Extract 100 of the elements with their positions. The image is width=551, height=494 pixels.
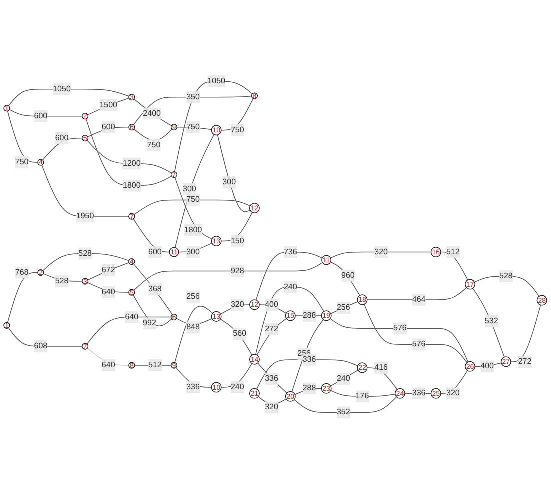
connector (134, 128, 173, 142)
edge-label: 352 (336, 408, 350, 417)
connector (256, 360, 358, 390)
edge-label: 256 (186, 292, 200, 301)
edge-label: 400 (480, 362, 494, 371)
edge-label: 848 (186, 323, 200, 332)
connector (440, 252, 468, 281)
edge-label: 928 (230, 266, 244, 276)
connector (221, 363, 253, 388)
connector (472, 288, 505, 358)
connector (42, 164, 130, 217)
edge-label: 272 (265, 325, 278, 334)
connector (404, 393, 432, 394)
connector (221, 212, 253, 242)
edge-label: 528 (500, 272, 513, 281)
connector (133, 96, 252, 126)
edge-label: 1050 (208, 76, 226, 86)
edge-label: 600 (34, 112, 48, 120)
edge-label: 750 (147, 140, 161, 150)
edge-label: 240 (230, 383, 244, 392)
edge-label: 464 (412, 295, 426, 304)
connector (8, 88, 130, 106)
edge-label: 336 (186, 383, 200, 392)
edge-label: 320 (374, 248, 388, 256)
connector (220, 304, 250, 315)
edge-label: 750 (15, 158, 29, 166)
connector (174, 177, 213, 240)
connector (174, 134, 215, 248)
connector (9, 109, 83, 117)
edge-label: 960 (342, 271, 355, 280)
edge-label: 736 (284, 248, 298, 256)
edge-label: 300 (222, 178, 236, 186)
connector (133, 264, 173, 316)
connector (364, 304, 468, 364)
connector (294, 396, 398, 414)
edge-label: 2400 (143, 109, 161, 118)
edge-label: 150 (230, 236, 244, 246)
edge-label: 300 (186, 248, 200, 256)
connector (221, 98, 254, 131)
connector (294, 388, 322, 396)
edge-label: 600 (55, 134, 69, 142)
edge-label: 608 (34, 342, 48, 351)
edge-label: 640 (102, 361, 116, 370)
connector (217, 134, 251, 212)
edge-label: 528 (78, 249, 92, 258)
connector (220, 318, 253, 356)
connector (474, 276, 540, 297)
edge-label: 400 (265, 300, 278, 309)
connector (330, 318, 469, 363)
connector (133, 218, 170, 253)
edge-label: 1800 (184, 226, 202, 234)
edge-label: 320 (265, 403, 278, 412)
edge-label: 1200 (123, 159, 141, 168)
edge-label: 1800 (123, 181, 141, 190)
edge-label: 750 (186, 196, 200, 204)
edge-label: 512 (446, 248, 460, 256)
connector (330, 252, 432, 259)
connector (86, 140, 172, 174)
edge-label: 256 (336, 303, 350, 312)
edge-label: 512 (148, 361, 162, 370)
connector (367, 368, 398, 390)
edge-label: 336 (412, 389, 426, 398)
edge-label: 416 (374, 363, 388, 372)
edge-label: 600 (102, 122, 116, 132)
edge-label: 176 (356, 392, 370, 401)
connector (134, 200, 251, 216)
connector (256, 252, 323, 301)
connector (42, 138, 83, 161)
edge-label: 750 (230, 126, 244, 134)
connector (42, 253, 130, 272)
connector (367, 287, 467, 300)
edge-label: 560 (233, 330, 247, 338)
connector (134, 98, 172, 126)
edge-label: 992 (143, 319, 156, 328)
connector (134, 262, 324, 291)
edge-label: 1950 (76, 212, 94, 221)
edge-label: 336 (265, 374, 278, 383)
edge-label: 368 (148, 285, 162, 294)
edge-label: 1050 (53, 84, 71, 94)
connector (7, 110, 38, 163)
edge-label: 240 (284, 282, 298, 292)
edge-label: 1500 (100, 100, 118, 110)
edge-label: 672 (102, 266, 116, 275)
connector (510, 304, 542, 362)
connector (330, 390, 396, 398)
edge-label: 350 (186, 92, 200, 102)
edge-label: 768 (15, 268, 29, 277)
edge-label: 320 (446, 389, 460, 398)
connector (330, 302, 358, 314)
connector (88, 262, 130, 281)
edge-label: 288 (302, 311, 316, 320)
connector (330, 370, 359, 387)
edge-label: 576 (412, 340, 426, 349)
edge-label: 640 (102, 288, 116, 297)
edge-label: 288 (302, 384, 316, 393)
edge-label: 600 (148, 248, 162, 256)
edge-label: 576 (394, 324, 407, 333)
connector (292, 319, 324, 392)
edge-label: 750 (186, 122, 200, 132)
connector (133, 294, 172, 326)
